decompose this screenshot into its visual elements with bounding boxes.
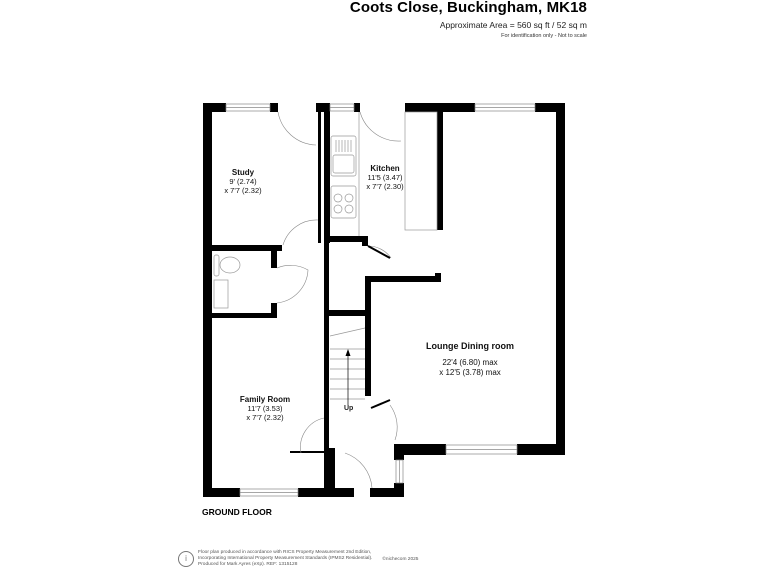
windows [225, 103, 536, 497]
info-icon: i [178, 551, 194, 567]
room-label-study: Study 9' (2.74) x 7'7 (2.32) [224, 168, 262, 195]
approximate-area: Approximate Area = 560 sq ft / 52 sq m [439, 20, 587, 30]
scale-note: For identification only - Not to scale [501, 33, 587, 39]
stairs-up-label: Up [344, 405, 354, 412]
property-title: Coots Close, Buckingham, MK18 [349, 0, 587, 16]
footer-text: Floor plan produced in accordance with R… [198, 550, 373, 567]
room-label-family-room: Family Room 11'7 (3.53) x 7'7 (2.32) [239, 395, 291, 422]
footer: i Floor plan produced in accordance with… [178, 550, 418, 568]
header: Coots Close, Buckingham, MK18 Approximat… [350, 0, 587, 39]
room-label-lounge-dining: Lounge Dining room 22'4 (6.80) max x 12'… [426, 341, 514, 377]
copyright: ©nichecom 2025 [382, 556, 419, 562]
room-label-kitchen: Kitchen 11'5 (3.47) x 7'7 (2.30) [366, 164, 404, 191]
staircase [329, 327, 366, 405]
floor-label: GROUND FLOOR [202, 507, 272, 517]
wc-fixtures [213, 254, 241, 309]
walls [203, 103, 565, 497]
door-leaves [367, 245, 391, 409]
kitchen-fixtures [330, 111, 438, 236]
